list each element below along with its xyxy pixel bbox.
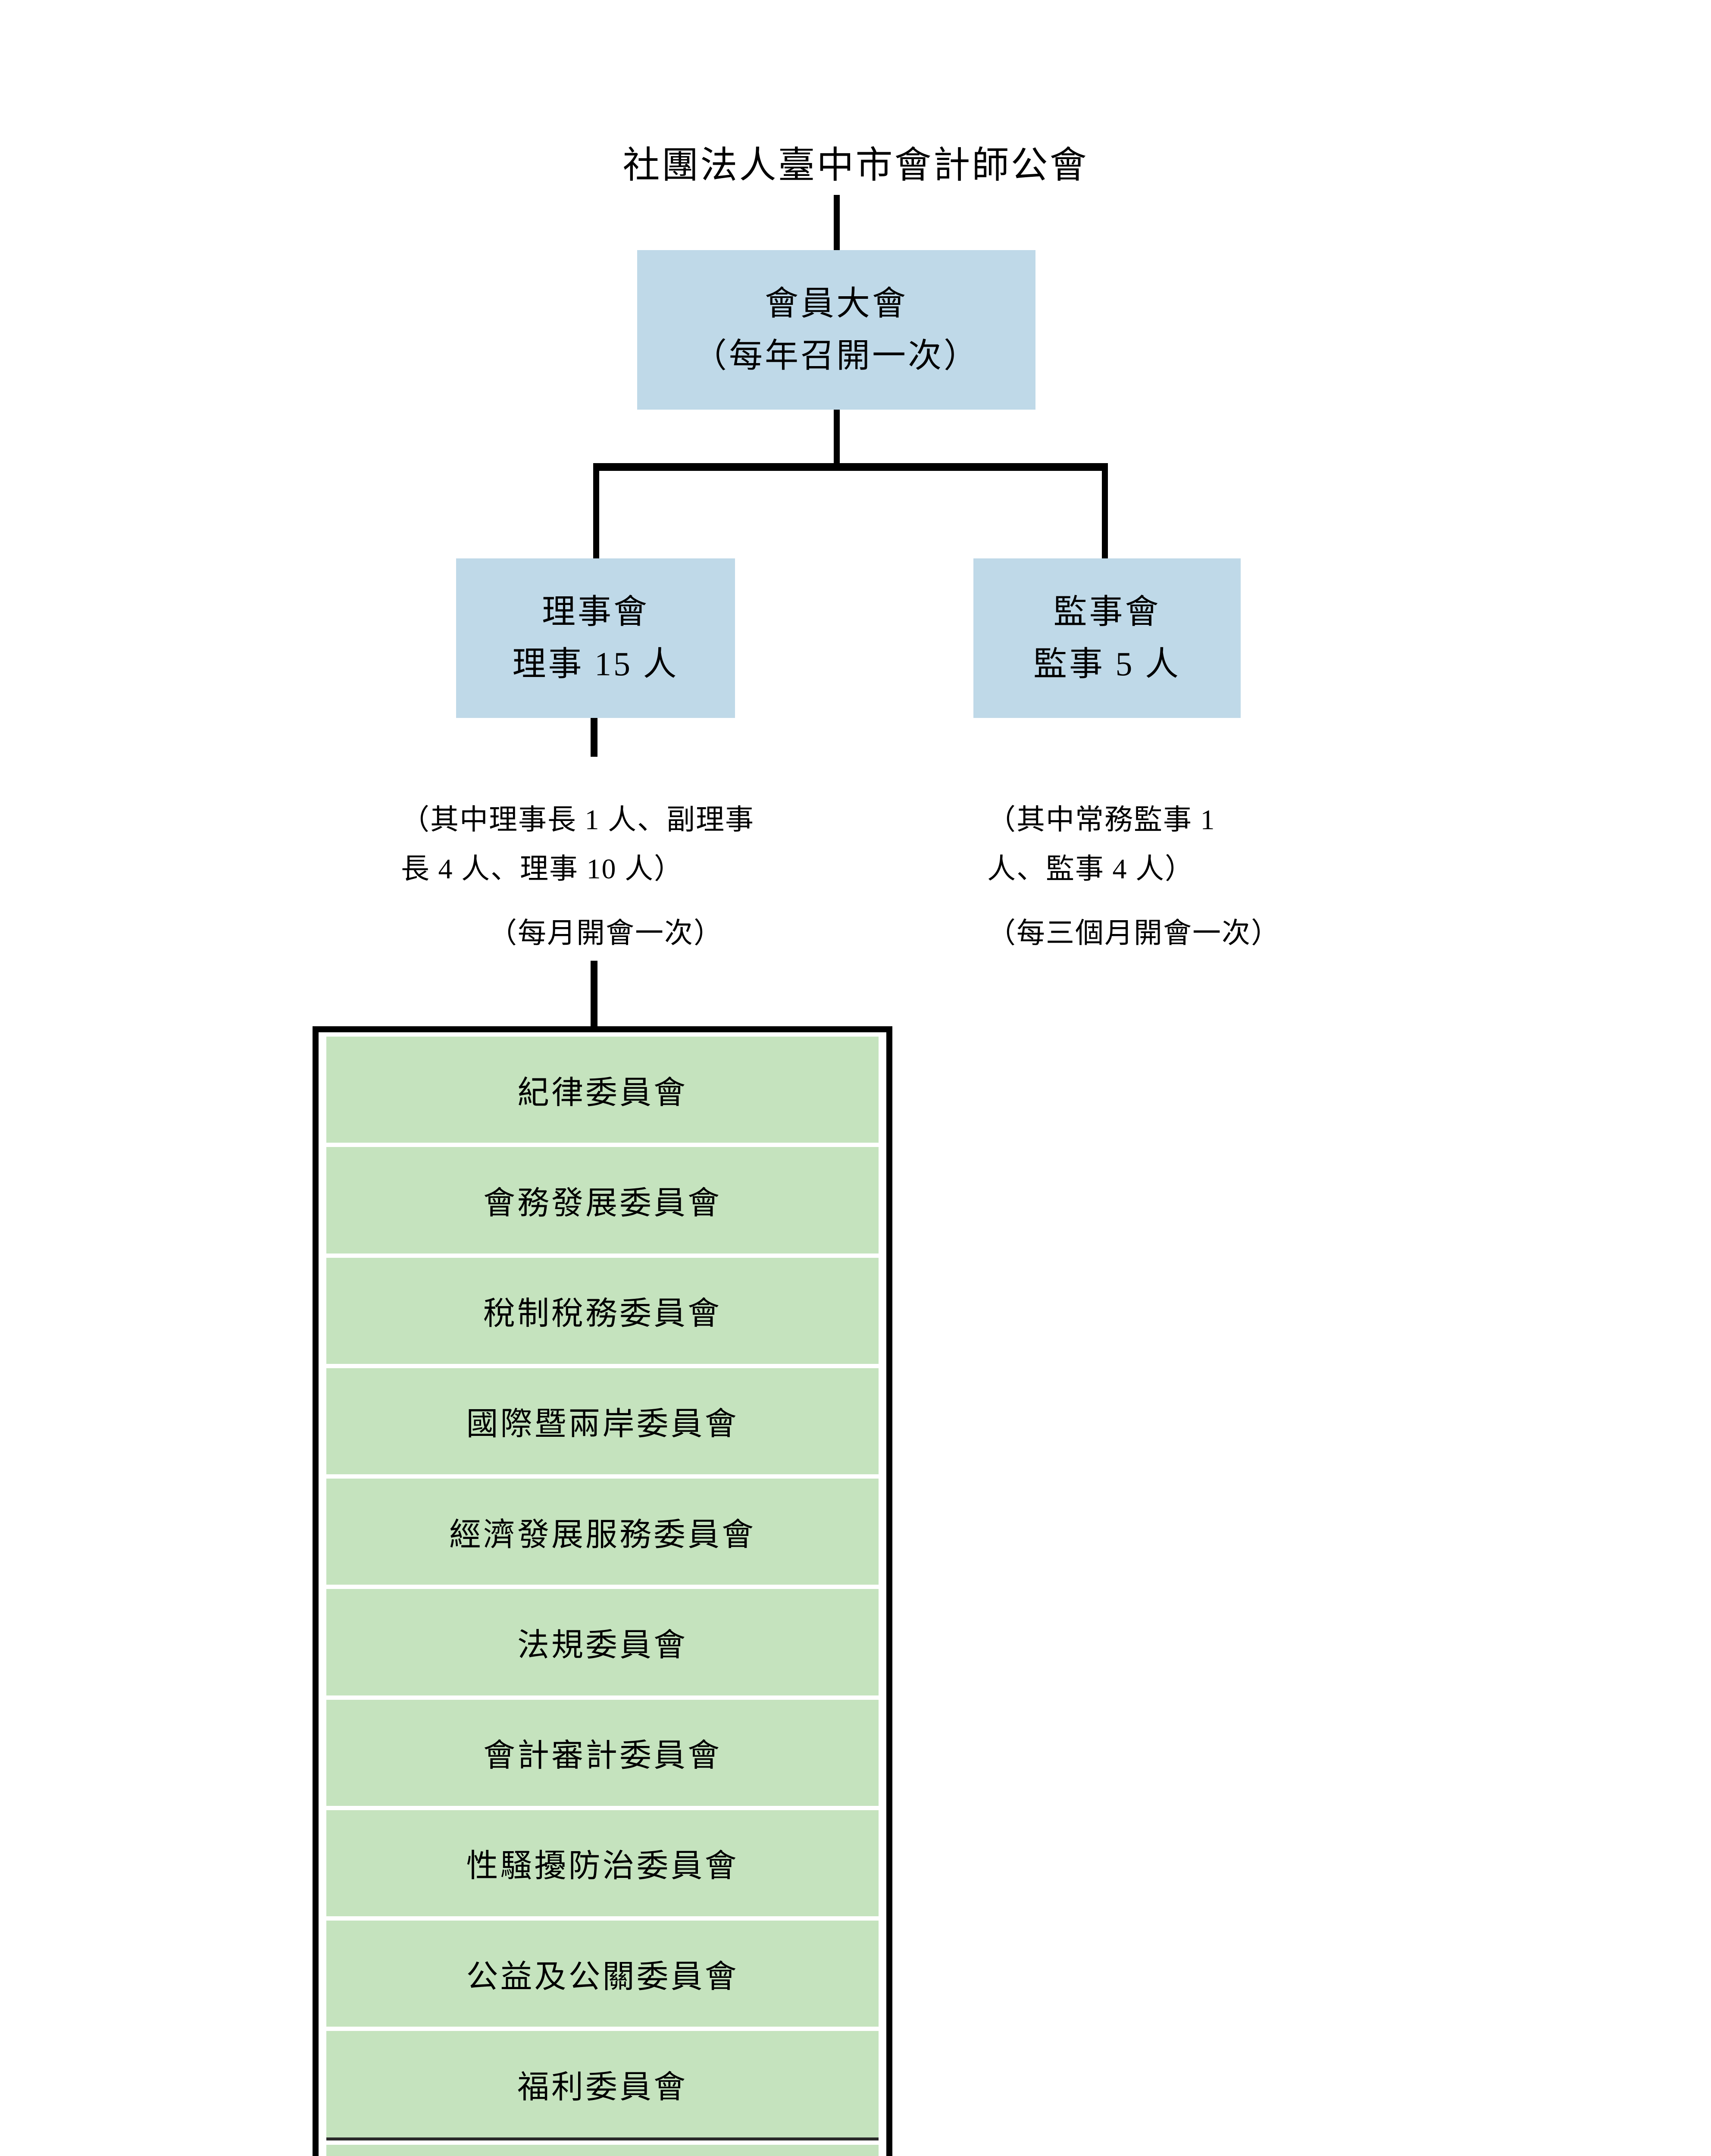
committee-row: 性騷擾防治委員會 (326, 1810, 879, 1916)
committee-label: 福利委員會 (517, 2069, 688, 2105)
connector-board-down-upper (591, 718, 597, 757)
committee-row: 經濟發展服務委員會 (326, 1479, 879, 1585)
committee-label: 紀律委員會 (517, 1075, 688, 1111)
committee-row: 會計審計委員會 (326, 1699, 879, 1806)
node-assembly: 會員大會 （每年召開一次） (637, 250, 1035, 410)
node-board: 理事會 理事 15 人 (456, 558, 735, 718)
connector-bar-to-supervisors (1102, 468, 1108, 560)
annotation-supervisors-frequency: （每三個月開會一次） (987, 918, 1280, 950)
committee-label: 會計審計委員會 (483, 1738, 722, 1774)
committee-label: 法規委員會 (517, 1627, 688, 1663)
committee-row: 國際暨兩岸委員會 (326, 1368, 879, 1474)
committee-label: 公益及公關委員會 (466, 1959, 739, 1995)
node-assembly-name: 會員大會 (764, 285, 908, 323)
node-supervisors-name: 監事會 (1053, 593, 1161, 631)
committee-label: 稅制稅務委員會 (483, 1296, 722, 1332)
annotation-supervisors-line1: （其中常務監事 1 (987, 804, 1216, 836)
node-assembly-detail: （每年召開一次） (693, 337, 979, 374)
committee-label: 經濟發展服務委員會 (449, 1517, 756, 1553)
annotation-board-frequency: （每月開會一次） (488, 918, 723, 950)
annotation-board: （其中理事長 1 人、副理事 長 4 人、理事 10 人） （每月開會一次） (401, 796, 858, 958)
connector-bar-to-board (593, 468, 599, 560)
committee-label: 國際暨兩岸委員會 (466, 1407, 739, 1442)
node-board-detail: 理事 15 人 (512, 645, 679, 683)
connector-title-to-assembly (834, 195, 840, 251)
annotation-supervisors-line2: 人、監事 4 人） (987, 853, 1194, 885)
committee-row: 法規委員會 (326, 1589, 879, 1695)
committee-row: 紀律委員會 (326, 1037, 879, 1143)
annotation-board-line2: 長 4 人、理事 10 人） (401, 853, 683, 885)
node-board-name: 理事會 (541, 593, 649, 631)
connector-board-down-lower (591, 961, 597, 1028)
committee-label: 會務發展委員會 (483, 1185, 722, 1221)
committee-label: 性騷擾防治委員會 (466, 1849, 739, 1884)
committee-row: 福利委員會 (326, 2031, 879, 2140)
committee-row: 公益及公關委員會 (326, 1921, 879, 2027)
annotation-board-line1: （其中理事長 1 人、副理事 (401, 804, 754, 836)
committee-list: 紀律委員會會務發展委員會稅制稅務委員會國際暨兩岸委員會經濟發展服務委員會法規委員… (313, 1026, 892, 2156)
connector-assembly-down (834, 410, 840, 466)
committee-row: 資訊發展委員會 (326, 2144, 879, 2156)
committee-row: 稅制稅務委員會 (326, 1257, 879, 1364)
node-supervisors-detail: 監事 5 人 (1033, 645, 1181, 683)
node-supervisors: 監事會 監事 5 人 (973, 558, 1241, 718)
connector-horizontal-bar (593, 463, 1108, 471)
page-title: 社團法人臺中市會計師公會 (622, 144, 1089, 186)
committee-row: 會務發展委員會 (326, 1147, 879, 1253)
annotation-supervisors: （其中常務監事 1 人、監事 4 人） （每三個月開會一次） (987, 796, 1332, 958)
